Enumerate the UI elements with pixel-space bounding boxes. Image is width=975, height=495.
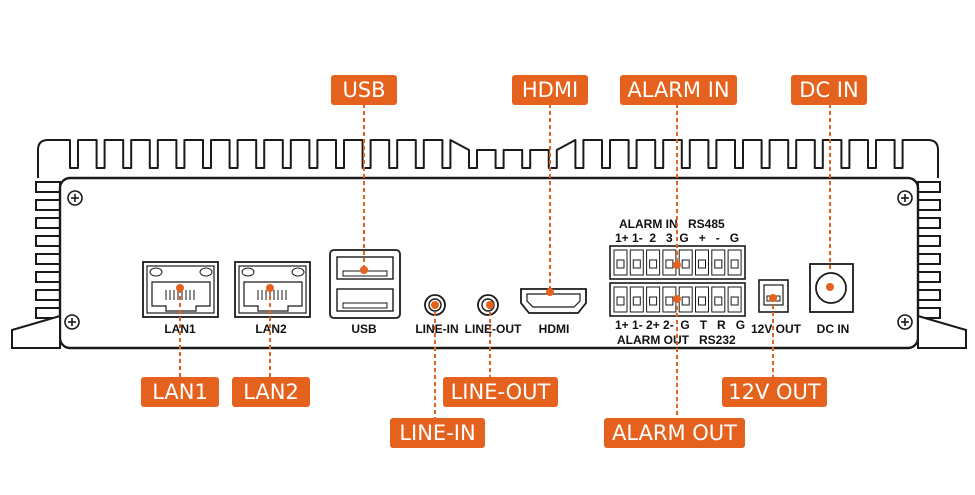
side-fin [917,235,941,247]
callout-12v-out: 12V OUT [722,377,827,407]
marker-dot [673,261,681,269]
terminal-hole [681,259,690,269]
terminal-hole [616,259,625,269]
side-fin [35,289,61,301]
marker-dot [546,288,554,296]
terminal-hole [698,259,706,269]
terminal-hole [681,296,690,306]
terminal-hole [632,296,641,306]
terminal-hole [730,296,739,306]
terminal-hole [632,259,641,269]
panel-label-dc-in: DC IN [817,322,850,336]
heatsink-fins [37,139,939,178]
terminal-hole [714,259,723,269]
marker-dot [431,301,439,309]
side-fin [35,253,61,265]
panel-label-bottom-pins: 1+ 1- 2+ 2- G T R G [615,318,745,332]
callout-dc-in: DC IN [791,75,867,105]
terminal-hole [698,296,706,306]
callout-usb: USB [331,75,397,105]
panel-label-lan2: LAN2 [255,322,287,336]
screw-icon [897,314,913,330]
side-fin [35,271,61,283]
callout-line-in: LINE-IN [390,418,485,448]
side-fin [917,271,941,283]
panel-label-line-out: LINE-OUT [465,322,522,336]
side-fin [917,253,941,265]
panel-label-lan1: LAN1 [164,322,196,336]
panel-label-line-in: LINE-IN [415,322,458,336]
panel-label-usb: USB [351,322,377,336]
hdmi-port[interactable] [520,288,587,314]
screw-icon [897,190,913,206]
terminal-hole [649,259,658,269]
side-fin [917,181,941,193]
screw-icon [67,190,83,206]
panel-label-alarm-in: ALARM IN [619,217,678,231]
side-fin [35,235,61,247]
marker-dot [486,301,494,309]
panel-label-rs485: RS485 [688,217,725,231]
marker-dot [769,294,777,302]
callout-lan2: LAN2 [232,377,310,407]
terminal-hole [616,296,625,306]
terminal-hole [665,259,674,269]
panel-label-alarm-out: ALARM OUT [617,333,690,347]
mounting-foot-left [11,314,61,349]
side-fin [35,181,61,193]
panel-label-12v-out: 12V OUT [751,322,802,336]
terminal-hole [649,296,658,306]
panel-label-rs232: RS232 [699,333,736,347]
terminal-hole [714,296,723,306]
marker-dot [266,284,274,292]
panel-label-hdmi: HDMI [539,322,570,336]
callout-lan1: LAN1 [141,377,219,407]
terminal-hole [665,296,674,306]
callout-hdmi: HDMI [512,75,588,105]
callout-line-out: LINE-OUT [443,377,558,407]
side-fin [917,199,941,211]
mounting-foot-right [917,314,967,349]
side-fin [35,199,61,211]
screw-icon [64,314,80,330]
marker-dot [673,295,681,303]
side-fin [917,217,941,229]
marker-dot [360,266,368,274]
side-fin [917,289,941,301]
marker-dot [176,284,184,292]
side-fin [35,217,61,229]
alarm-in-terminal-block[interactable] [609,245,746,280]
marker-dot [826,283,834,291]
terminal-hole [730,259,739,269]
callout-alarm-in: ALARM IN [620,75,737,105]
callout-alarm-out: ALARM OUT [604,418,745,448]
